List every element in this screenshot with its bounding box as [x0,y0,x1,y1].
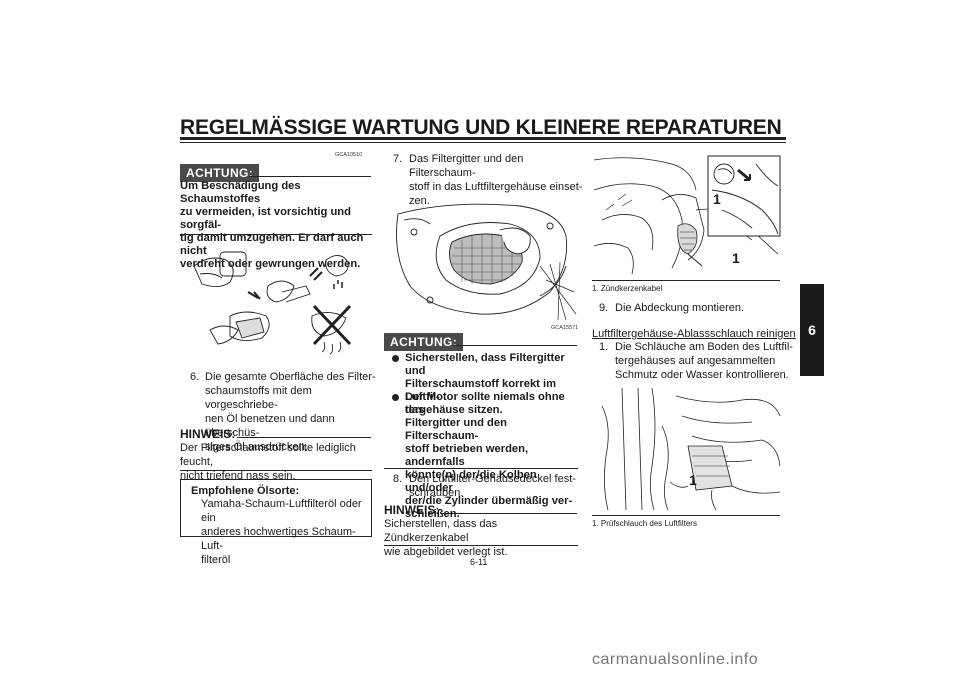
text-line: Der Filterschaumstoff sollte lediglich f… [180,442,356,468]
text-line: filteröl [201,554,231,566]
achtung-bullet-1: Sicherstellen, dass Filtergitter und Fil… [392,352,582,417]
step-6-text: Die gesamte Oberfläche des Filter- schau… [205,370,380,454]
hinweis-text: Sicherstellen, dass das Zündkerzenkabel … [384,517,579,559]
figure-code: GCA15571 [551,325,579,331]
text-line: siges Öl ausdrücken. [205,441,308,453]
achtung-label: ACHTUNG: [180,164,260,182]
text-line: Die gesamte Oberfläche des Filter- [205,371,376,383]
divider [237,437,371,438]
text-line: tergehäuses auf angesammelten [615,355,776,367]
divider [453,345,577,346]
step-1-number: 1. [599,341,609,353]
achtung-text: Um Beschädigung des Schaumstoffes zu ver… [180,180,375,271]
caption-divider [592,515,780,516]
hinweis-label: HINWEIS: [180,427,236,441]
page-title: REGELMÄSSIGE WARTUNG UND KLEINERE REPARA… [180,116,782,139]
divider [180,470,372,471]
text-line: zu vermeiden, ist vorsichtig und sorgfäl… [180,206,351,231]
callout-1: 1 [732,250,740,266]
bullet-icon [392,355,399,362]
step-7-text: Das Filtergitter und den Filterschaum- s… [409,152,584,208]
oil-box-text: Yamaha-Schaum-Luftfilteröl oder ein ande… [201,497,371,567]
hinweis-label: HINWEIS: [384,503,440,517]
text-line: schaumstoffs mit dem vorgeschriebe- [205,385,312,411]
step-9-number: 9. [599,302,609,314]
text-line: Yamaha-Schaum-Luftfilteröl oder ein [201,498,362,524]
step-9-text: Die Abdeckung montieren. [615,302,745,314]
text-line: Der Motor sollte niemals ohne das [405,391,565,416]
figure-caption-2: 1. Prüfschlauch des Luftfilters [592,519,697,528]
figure-caption-1: 1. Zündkerzenkabel [592,284,663,293]
divider [180,234,372,235]
text-line: stoff betrieben werden, andernfalls [405,443,529,468]
hinweis-text: Der Filterschaumstoff sollte lediglich f… [180,441,375,483]
step-6-number: 6. [190,371,200,383]
achtung-label: ACHTUNG: [384,333,464,351]
watermark: carmanualsonline.info [592,651,759,668]
text-line: anderes hochwertiges Schaum-Luft- [201,526,356,552]
text-line: tig damit umzugehen. Er darf auch nicht [180,232,364,257]
oil-box-title: Empfohlene Ölsorte: [191,485,300,497]
text-line: Filterschaumstoff korrekt im Luftfil- [405,378,557,403]
divider [441,513,577,514]
text-line: schleißen. [405,508,460,520]
step-8-number: 8. [393,473,403,485]
text-line: verdreht oder gewrungen werden. [180,258,361,270]
step-7-number: 7. [393,153,403,165]
text-line: nen Öl benetzen und dann überschüs- [205,413,335,439]
text-line: der/die Zylinder übermäßig ver- [405,495,573,507]
achtung-bullet-2: Der Motor sollte niemals ohne das Filter… [392,391,582,521]
callout-1-hose: 1 [689,472,697,488]
caption-divider [592,280,780,281]
text-line: wie abgebildet verlegt ist. [384,546,508,558]
text-line: Die Schläuche am Boden des Luftfil- [615,341,793,353]
air-filter-housing-illustration [396,203,577,321]
divider [384,545,578,546]
bullet-icon [392,394,399,401]
title-rule [180,137,786,140]
section-heading: Luftfiltergehäuse-Ablassschlauch reinige… [592,328,796,340]
spark-plug-cable-illustration [593,155,781,275]
foam-oiling-illustration [193,251,352,355]
drain-hose-illustration [601,387,781,511]
text-line: Den Luftfilter-Gehäusedeckel fest- [409,473,576,485]
text-line: könnte(n) der/die Kolben und/oder [405,469,537,494]
oil-recommendation-box: Empfohlene Ölsorte: Yamaha-Schaum-Luftfi… [180,479,372,566]
text-line: zen. [409,195,430,207]
callout-1-inset: 1 [713,191,721,207]
text-line: tergehäuse sitzen. [405,404,503,416]
text-line: Sicherstellen, dass Filtergitter und [405,352,565,377]
text-line: Sicherstellen, dass das Zündkerzenkabel [384,518,498,544]
text-line: Um Beschädigung des Schaumstoffes [180,180,301,205]
achtung-code: GCA10510 [335,152,363,158]
step-8-text: Den Luftfilter-Gehäusedeckel fest- schra… [409,472,584,500]
text-line: Filtergitter und den Filterschaum- [405,417,507,442]
page-number: 6-11 [470,557,488,567]
step-1-text: Die Schläuche am Boden des Luftfil- terg… [615,340,795,382]
text-line: Das Filtergitter und den Filterschaum- [409,153,524,179]
text-line: Schmutz oder Wasser kontrollieren. [615,369,789,381]
text-line: stoff in das Luftfiltergehäuse einset- [409,181,583,193]
chapter-tab[interactable]: 6 [800,284,824,376]
text-line: schrauben. [409,487,464,499]
divider [249,176,371,177]
divider [384,468,578,469]
title-rule-thin [180,142,786,143]
